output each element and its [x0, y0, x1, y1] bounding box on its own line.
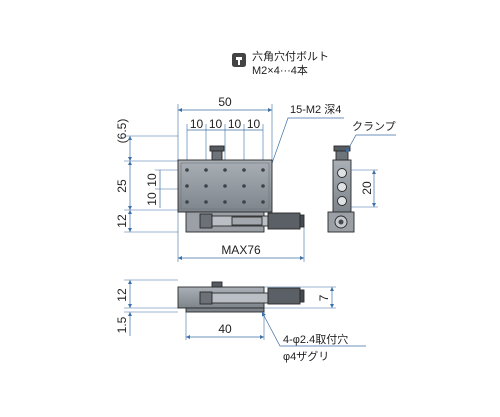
pitch-dim-1: 10: [190, 117, 204, 131]
side-view: [327, 145, 355, 233]
stage-front: [177, 281, 305, 313]
top-view: 50 10 10 10 10 15-M2 深4 (6.5) 25 10 10 1…: [115, 95, 396, 262]
pitch-dim-3: 10: [228, 117, 242, 131]
mount-holes-leader: [261, 311, 366, 347]
side-width-dim: 20: [360, 181, 374, 195]
pitch-dim-2: 10: [209, 117, 223, 131]
legend-bolt-name: 六角穴付ボルト: [252, 49, 329, 63]
lower-dim: 12: [115, 214, 129, 228]
base-width-dim: 40: [218, 322, 232, 336]
counterbore-note: φ4ザグリ: [283, 349, 329, 363]
stage-top: [177, 145, 305, 233]
offset-dim: (6.5): [115, 119, 129, 144]
width-dim: 50: [218, 95, 232, 109]
legend: 六角穴付ボルト M2×4···4本: [232, 49, 329, 77]
front-view: 12 1.5 7 40 4-φ2.4取付穴 φ4ザグリ: [115, 279, 366, 363]
holes-note-leader: [263, 117, 344, 187]
holes-note: 15-M2 深4: [290, 103, 341, 116]
hex-socket-bolt-icon: [232, 53, 246, 67]
vpitch-dim-1: 10: [145, 173, 159, 187]
clamp-leader: [345, 134, 396, 154]
height-dim: 25: [115, 179, 129, 193]
mount-holes-note: 4-φ2.4取付穴: [283, 332, 348, 346]
max-length-dim: MAX76: [221, 243, 261, 257]
tapped-holes: [185, 168, 265, 204]
pitch-dim-4: 10: [247, 117, 261, 131]
table-height-dim: 7: [317, 294, 331, 301]
clamp-label: クランプ: [352, 120, 396, 133]
legend-bolt-spec: M2×4···4本: [252, 63, 308, 77]
base-dim: 1.5: [115, 316, 129, 333]
front-height-dim: 12: [115, 288, 129, 302]
vpitch-dim-2: 10: [145, 192, 159, 206]
